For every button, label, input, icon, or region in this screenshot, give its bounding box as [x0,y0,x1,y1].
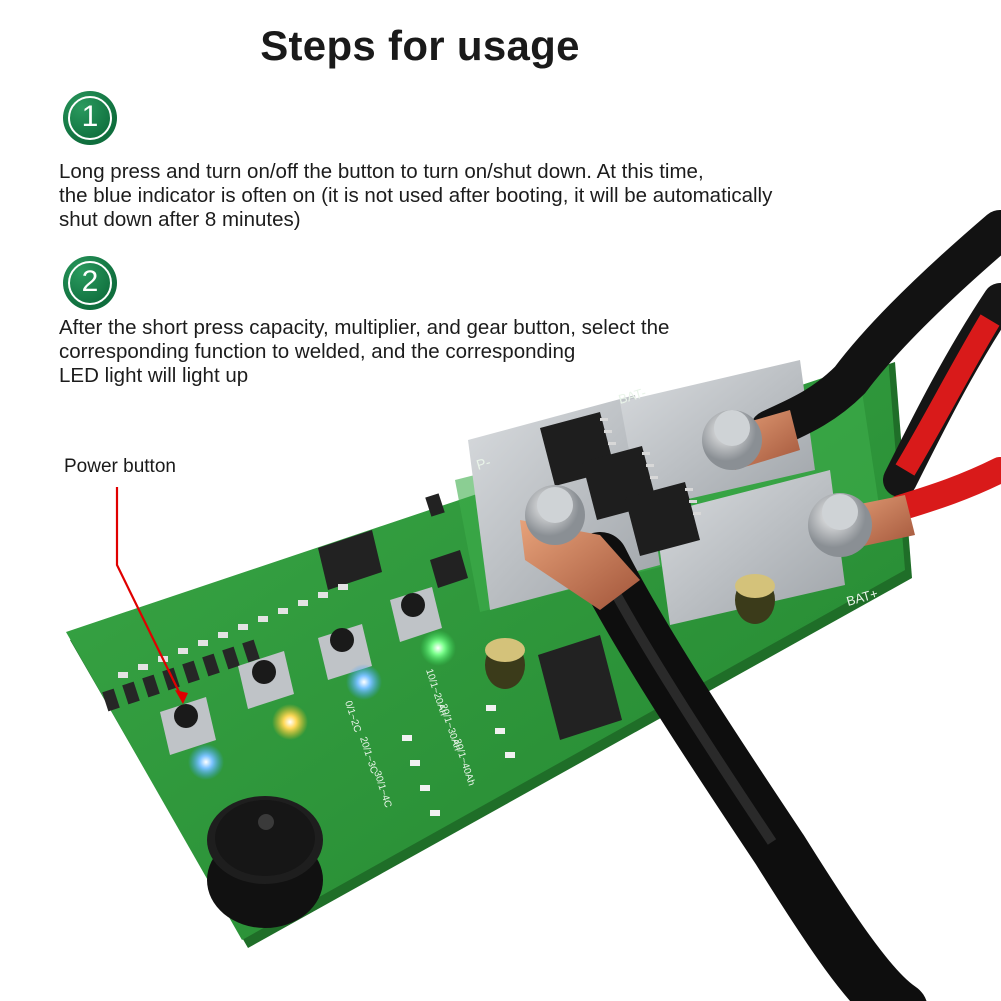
ring-terminal-left [520,485,640,610]
smd-components [118,584,348,678]
blue-led [346,664,382,700]
electrolytic-capacitors [485,574,775,689]
step-2-number: 2 [68,261,112,305]
step-1-number: 1 [68,96,112,140]
step-2-description: After the short press capacity, multipli… [59,316,669,388]
page-title: Steps for usage [260,22,580,69]
step-1-description: Long press and turn on/off the button to… [59,160,772,232]
red-cable [883,283,1001,521]
yellow-led [272,704,308,740]
tactile-buttons [160,587,442,755]
step-2-line: LED light will light up [59,364,249,387]
power-button-callout: Power button [64,456,176,477]
step-1-badge: 1 [63,91,117,145]
step-1-line: the blue indicator is often on (it is no… [59,184,773,207]
step-1-line: Long press and turn on/off the button to… [59,160,704,183]
callout-arrow [115,487,188,704]
ic-components [318,493,622,740]
mosfet-array [540,412,701,556]
step-1-line: shut down after 8 minutes) [59,208,301,231]
green-led [420,630,456,666]
step-2-badge: 2 [63,256,117,310]
terminal-neg-label: BAT- [617,385,648,407]
scale-leds [402,705,515,816]
black-cable-top [750,210,1001,450]
blue-led [188,744,224,780]
step-2-line: corresponding function to welded, and th… [59,340,576,363]
gear-button [390,587,442,642]
step-2-line: After the short press capacity, multipli… [59,316,670,339]
indicator-leds [188,630,456,780]
buzzer [207,796,323,928]
power-button [160,697,216,755]
pad-label: P- [474,454,492,473]
capacity-button [238,651,294,709]
ring-terminal-right [702,410,915,557]
